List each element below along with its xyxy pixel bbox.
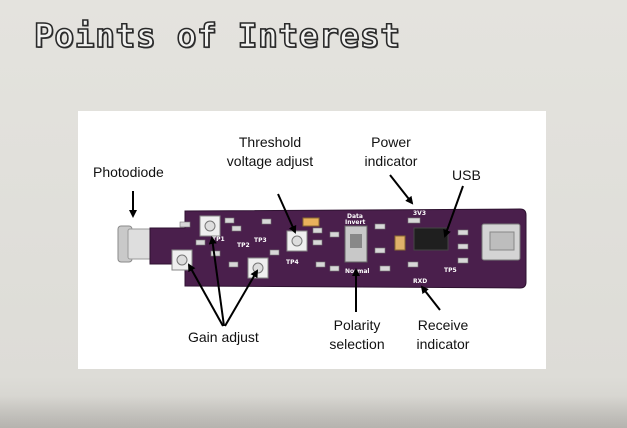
bottom-shadow <box>0 396 627 428</box>
receive-label-line2: indicator <box>416 336 470 352</box>
gain-arrow-right <box>224 269 259 327</box>
power-indicator-label: Power indicator <box>356 133 426 171</box>
threshold-arrow <box>277 193 297 234</box>
photodiode-label: Photodiode <box>93 164 164 180</box>
pcb-board: TP1 TP2 TP3 TP4 TP5 Data Invert Normal 3… <box>149 208 527 289</box>
data-invert-line2-silkscreen: Invert <box>345 219 365 226</box>
usb-arrow <box>443 185 464 238</box>
normal-silkscreen: Normal <box>345 268 369 275</box>
slide-title: Points of Interest <box>33 15 401 56</box>
tp2-silkscreen: TP2 <box>237 242 250 249</box>
tp4-silkscreen: TP4 <box>286 259 299 266</box>
receive-indicator-arrow <box>420 285 441 311</box>
threshold-label: Threshold voltage adjust <box>218 133 322 171</box>
polarity-label-line1: Polarity <box>333 317 381 333</box>
power-indicator-label-line2: indicator <box>364 153 418 169</box>
tp3-silkscreen: TP3 <box>254 237 267 244</box>
tp1-silkscreen: TP1 <box>212 236 225 243</box>
rxd-silkscreen: RXD <box>413 278 427 285</box>
3v3-silkscreen: 3V3 <box>413 210 426 217</box>
polarity-label-line2: selection <box>329 336 385 352</box>
polarity-selection-label: Polarity selection <box>322 316 392 354</box>
tp5-silkscreen: TP5 <box>444 267 457 274</box>
data-invert-line1-silkscreen: Data <box>347 213 363 220</box>
power-indicator-arrow <box>389 174 414 205</box>
receive-indicator-label: Receive indicator <box>407 316 479 354</box>
gain-arrow-left <box>188 263 224 327</box>
threshold-label-line2: voltage adjust <box>226 153 314 169</box>
usb-label: USB <box>452 167 481 183</box>
threshold-label-line1: Threshold <box>238 134 302 150</box>
receive-label-line1: Receive <box>417 317 469 333</box>
gain-arrow-middle <box>208 236 225 327</box>
gain-adjust-label: Gain adjust <box>188 329 259 345</box>
power-indicator-label-line1: Power <box>371 134 411 150</box>
